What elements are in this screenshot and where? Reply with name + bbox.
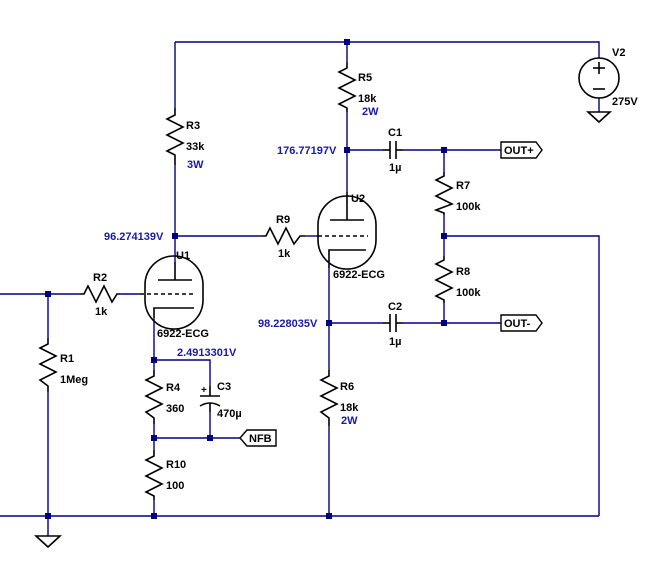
junction-dot (344, 147, 350, 153)
junction-dot (151, 513, 157, 519)
u1-ref: U1 (176, 250, 190, 262)
u2-ref: U2 (351, 193, 365, 205)
r4-ref: R4 (166, 382, 181, 394)
junction-dot (441, 147, 447, 153)
port-out-plus-label: OUT+ (504, 145, 534, 157)
r3-value: 33k (186, 141, 205, 153)
r10-value: 100 (166, 480, 184, 492)
component-labels: R3 33k 3W R5 18k 2W C1 1µ R7 100k R8 100… (60, 47, 638, 492)
junction-dot (326, 320, 332, 326)
tube-u1[interactable] (140, 255, 204, 330)
r6-value: 18k (340, 402, 359, 414)
c2-value: 1µ (389, 336, 401, 348)
v2-value: 275V (612, 96, 638, 108)
r2-ref: R2 (93, 272, 107, 284)
v2-ref: V2 (612, 47, 625, 59)
r2-value: 1k (95, 306, 108, 318)
port-nfb-label: NFB (249, 433, 272, 445)
c3-polarity-plus: + (201, 385, 207, 396)
junction-dot (207, 435, 213, 441)
r9-ref: R9 (276, 214, 290, 226)
voltage-source-v2[interactable] (578, 57, 620, 99)
r7-ref: R7 (456, 180, 470, 192)
tube-u2[interactable] (317, 192, 377, 270)
resistor-r10[interactable] (144, 450, 164, 500)
r3-ref: R3 (186, 120, 200, 132)
r4-value: 360 (166, 403, 184, 415)
u1-value: 6922-ECG (157, 328, 209, 340)
junction-dot (344, 39, 350, 45)
c1-value: 1µ (389, 162, 401, 174)
resistor-r2[interactable] (80, 284, 120, 304)
r5-power: 2W (362, 106, 379, 118)
r7-value: 100k (456, 201, 481, 213)
r1-ref: R1 (60, 353, 74, 365)
resistor-r6[interactable] (319, 370, 339, 426)
resistor-r9[interactable] (262, 226, 305, 246)
r5-ref: R5 (358, 72, 372, 84)
node-voltages: 96.274139V 176.77197V 98.228035V 2.49133… (104, 145, 337, 359)
voltage-u1-plate: 96.274139V (104, 231, 164, 243)
u2-value: 6922-ECG (333, 269, 385, 281)
r1-value: 1Meg (60, 374, 88, 386)
junctions (45, 39, 447, 519)
junction-dot (151, 357, 157, 363)
resistor-r5[interactable] (337, 62, 357, 112)
junction-dot (151, 435, 157, 441)
r5-value: 18k (358, 93, 377, 105)
r3-power: 3W (187, 159, 204, 171)
c1-ref: C1 (388, 127, 402, 139)
junction-dot (45, 291, 51, 297)
r8-value: 100k (456, 287, 481, 299)
junction-dot (441, 233, 447, 239)
r8-ref: R8 (456, 266, 470, 278)
c3-ref: C3 (217, 381, 231, 393)
port-nfb[interactable]: NFB (239, 429, 277, 447)
capacitor-c2[interactable] (383, 314, 403, 332)
voltage-u2-cathode: 98.228035V (258, 318, 318, 330)
port-out-minus-label: OUT- (504, 318, 531, 330)
junction-dot (45, 513, 51, 519)
resistor-r4[interactable] (144, 370, 164, 424)
junction-dot (326, 513, 332, 519)
port-out-minus[interactable]: OUT- (500, 314, 543, 332)
voltage-u2-plate: 176.77197V (277, 145, 337, 157)
resistor-r8[interactable] (434, 256, 454, 303)
r10-ref: R10 (166, 459, 186, 471)
resistor-r3[interactable] (165, 108, 185, 165)
resistor-r1[interactable] (38, 338, 58, 392)
c2-ref: C2 (388, 301, 402, 313)
resistor-r7[interactable] (433, 172, 454, 215)
port-out-plus[interactable]: OUT+ (500, 141, 543, 159)
ground-symbol (33, 535, 63, 549)
ground-symbol (585, 111, 613, 124)
voltage-u1-cathode: 2.4913301V (177, 347, 237, 359)
junction-dot (441, 320, 447, 326)
capacitor-c1[interactable] (383, 141, 403, 159)
capacitor-c3[interactable]: + (199, 385, 221, 412)
junction-dot (172, 233, 178, 239)
r6-power: 2W (341, 415, 358, 427)
c3-value: 470µ (217, 408, 242, 420)
r9-value: 1k (278, 248, 291, 260)
r6-ref: R6 (340, 381, 354, 393)
